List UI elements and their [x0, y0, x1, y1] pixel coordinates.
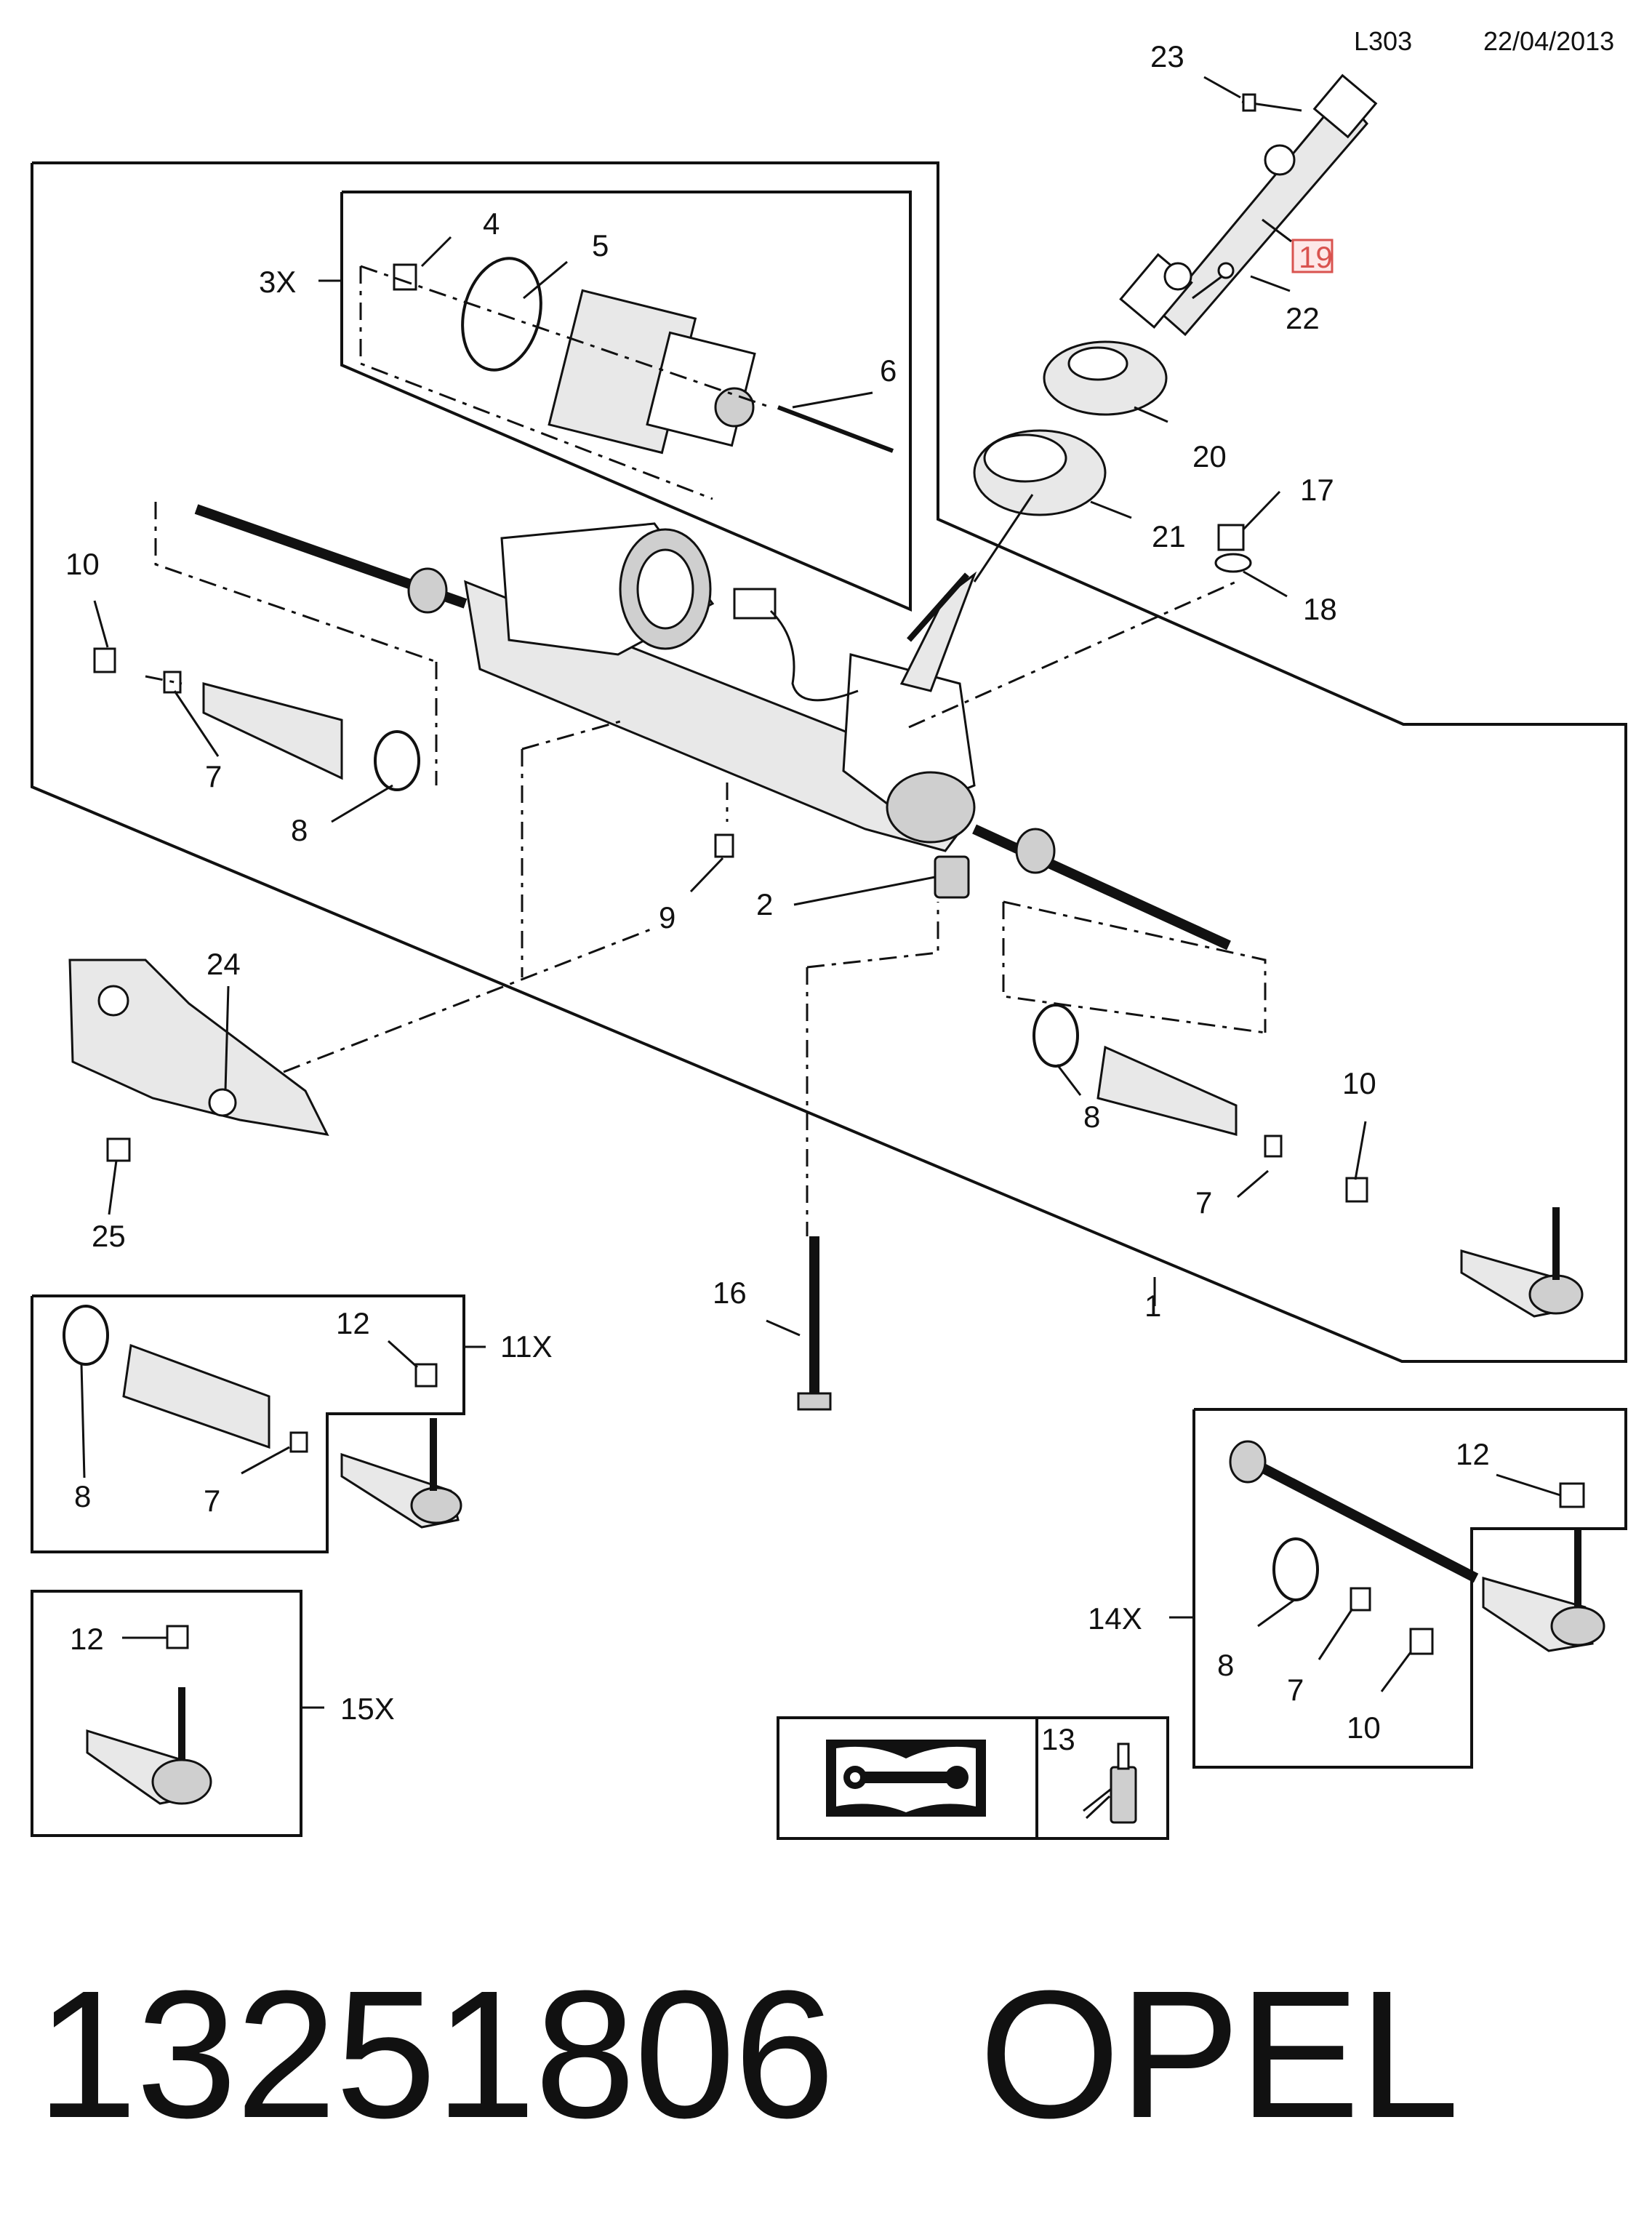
callout-10-right: 10 [1342, 1066, 1376, 1100]
highlight-19-box [1291, 239, 1334, 273]
electric-motor [548, 289, 894, 455]
motor-kit-box [340, 191, 912, 612]
inner-tie-rod-left [194, 504, 468, 614]
heat-shield [68, 959, 329, 1136]
part-footer: 13251806 OPEL [36, 1953, 1459, 2156]
callout-17: 17 [1300, 473, 1334, 507]
adhesive-tube-icon [1083, 1742, 1137, 1824]
o-ring-5 [461, 257, 542, 372]
callout-7-11x: 7 [204, 1484, 220, 1518]
boot-right [1032, 1004, 1368, 1203]
bolt-25 [106, 1137, 131, 1162]
callout-8-left: 8 [291, 813, 308, 847]
callout-1: 1 [1144, 1289, 1161, 1323]
callout-7-14x: 7 [1287, 1673, 1304, 1707]
service-box [777, 1716, 1169, 1840]
callout-11x: 11X [500, 1329, 553, 1364]
callout-2: 2 [756, 887, 773, 921]
callout-16: 16 [713, 1276, 747, 1310]
callout-3x: 3X [259, 265, 296, 299]
callout-5: 5 [592, 228, 609, 263]
callout-8-11x: 8 [74, 1479, 91, 1513]
callout-12-11x: 12 [336, 1306, 370, 1340]
callout-21: 21 [1152, 519, 1186, 553]
rack-housing [464, 522, 977, 852]
diagram-code: L303 [1354, 26, 1413, 56]
assembly-outline [31, 161, 1627, 1363]
bearing-4 [393, 263, 417, 291]
kit-14x-box [1192, 1408, 1627, 1769]
kit-14x-parts [1229, 1440, 1605, 1655]
callout-6: 6 [880, 353, 897, 388]
callout-7-left: 7 [205, 759, 222, 793]
nut-17 [1217, 524, 1245, 551]
callout-10-left: 10 [65, 547, 100, 581]
callout-23: 23 [1150, 39, 1184, 73]
callout-25: 25 [92, 1219, 126, 1253]
boot-left [93, 647, 420, 791]
callout-24: 24 [206, 947, 241, 981]
callout-14x: 14X [1088, 1601, 1142, 1636]
outer-tie-rod-end-right [1460, 1207, 1584, 1318]
callout-8-right: 8 [1083, 1100, 1100, 1134]
callout-13: 13 [1041, 1722, 1075, 1756]
bolt-16 [797, 1236, 832, 1411]
callout-7-right: 7 [1195, 1185, 1212, 1220]
washer-18 [1214, 553, 1252, 573]
callout-20: 20 [1192, 439, 1227, 473]
bolt-22 [1192, 262, 1235, 300]
kit-11x-parts [63, 1305, 462, 1529]
bolt-23 [1241, 93, 1302, 112]
kit-15x-parts [86, 1625, 212, 1805]
manual-wrench-icon [826, 1740, 986, 1817]
callout-4: 4 [483, 207, 500, 241]
kit-11x-box [31, 1294, 465, 1553]
callout-19: 19 [1299, 240, 1333, 274]
callout-15x: 15X [340, 1692, 395, 1726]
brand-name: OPEL [979, 1953, 1459, 2156]
callout-8-14x: 8 [1217, 1648, 1234, 1682]
callout-12-14x: 12 [1456, 1437, 1490, 1471]
callout-10-14x: 10 [1347, 1710, 1381, 1745]
kit-15x-box [31, 1590, 302, 1837]
clip-9 [714, 833, 734, 858]
callout-9: 9 [659, 900, 675, 935]
bushing-2 [934, 855, 970, 899]
callout-12-15x: 12 [70, 1622, 104, 1656]
part-number: 13251806 [36, 1953, 835, 2156]
diagram-date: 22/04/2013 [1483, 26, 1615, 56]
intermediate-shaft [1119, 73, 1378, 337]
inner-tie-rod-right [972, 824, 1231, 951]
callout-18: 18 [1303, 592, 1337, 626]
callout-22: 22 [1286, 301, 1320, 335]
